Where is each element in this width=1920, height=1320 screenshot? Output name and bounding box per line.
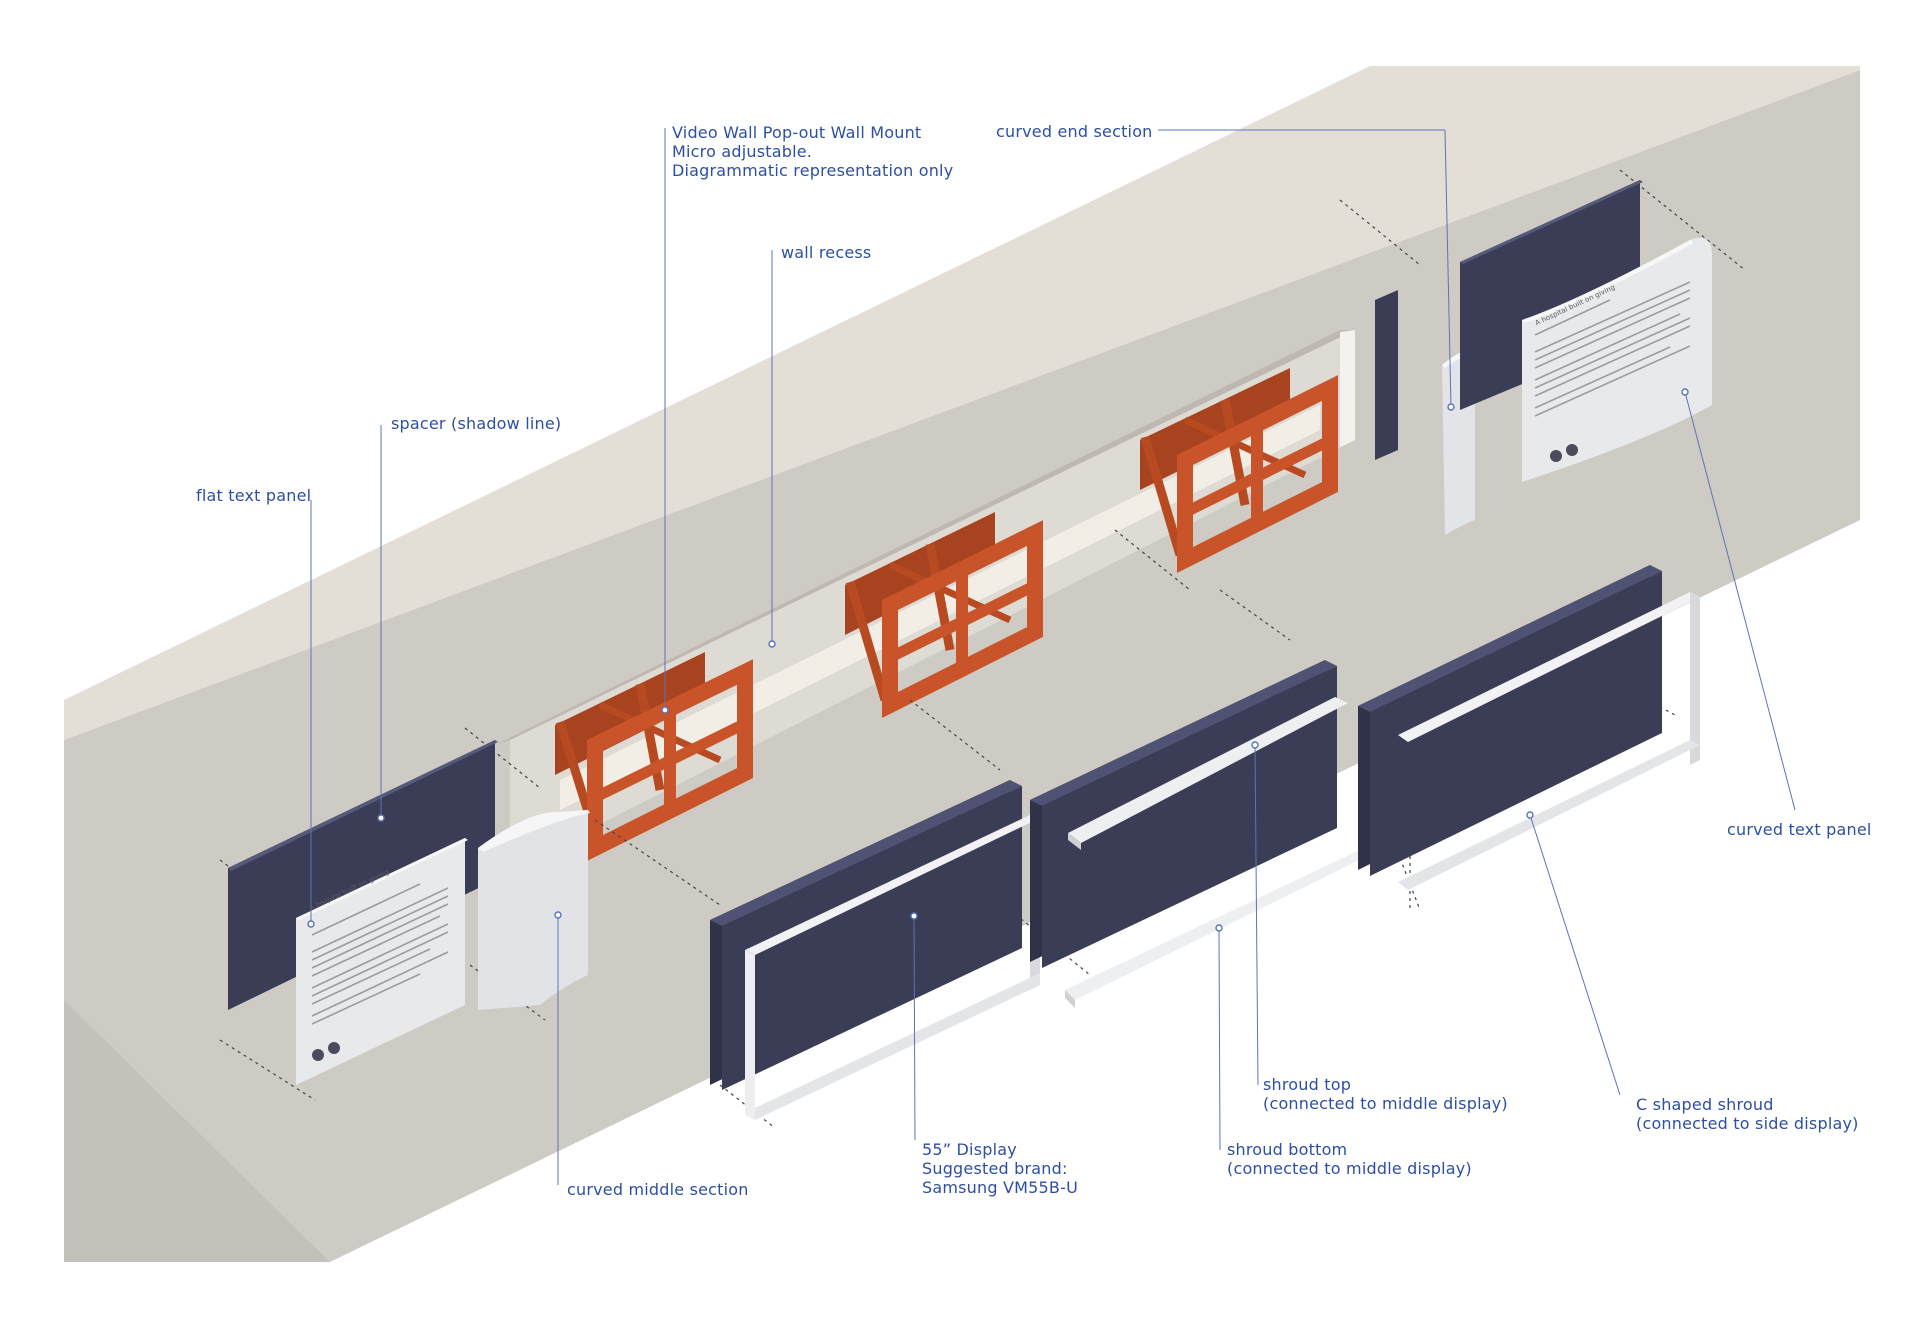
label-curved-text-panel: curved text panel [1727, 820, 1872, 839]
leader-lines [310, 128, 1796, 1185]
label-curved-middle-section: curved middle section [567, 1180, 749, 1199]
spacer-strip-right [1375, 290, 1398, 460]
label-mount-line2: Micro adjustable. [672, 142, 813, 161]
label-video-wall-mount: Video Wall Pop-out Wall Mount Micro adju… [672, 123, 953, 180]
label-mount-line1: Video Wall Pop-out Wall Mount [672, 123, 922, 142]
label-shroud-top: shroud top (connected to middle display) [1263, 1075, 1508, 1113]
wall-shade [64, 1000, 330, 1262]
label-display-line1: 55” Display [922, 1140, 1017, 1159]
shroud-top [1068, 697, 1348, 843]
label-55-display: 55” Display Suggested brand: Samsung VM5… [922, 1140, 1078, 1197]
label-curved-end-section: curved end section [996, 122, 1153, 141]
label-c-shaped-shroud: C shaped shroud (connected to side displ… [1636, 1095, 1859, 1133]
video-wall-mount-1 [555, 652, 753, 861]
label-shroud-bottom: shroud bottom (connected to middle displ… [1227, 1140, 1472, 1178]
label-shroud-bottom-line1: shroud bottom [1227, 1140, 1348, 1159]
label-c-shroud-line2: (connected to side display) [1636, 1114, 1859, 1133]
recess-right-inner [1340, 330, 1355, 447]
curved-text-panel [1522, 237, 1712, 482]
label-shroud-top-line1: shroud top [1263, 1075, 1352, 1094]
label-mount-line3: Diagrammatic representation only [672, 161, 954, 180]
label-spacer-shadow-line: spacer (shadow line) [391, 414, 562, 433]
video-wall-mount-3 [1140, 368, 1338, 573]
label-c-shroud-line1: C shaped shroud [1636, 1095, 1774, 1114]
label-flat-text-panel: flat text panel [196, 486, 312, 505]
label-shroud-top-line2: (connected to middle display) [1263, 1094, 1508, 1113]
curved-middle-section [478, 810, 588, 1010]
video-wall-mount-2 [845, 512, 1043, 718]
wall-top-face [64, 66, 1860, 740]
label-display-line2: Suggested brand: [922, 1159, 1068, 1178]
label-wall-recess: wall recess [781, 243, 872, 262]
recess-top-inner [495, 330, 1355, 745]
spacer-shadow-line-left [228, 740, 495, 1010]
label-display-line3: Samsung VM55B-U [922, 1178, 1078, 1197]
shroud-bottom [1065, 845, 1380, 1000]
label-shroud-bottom-line2: (connected to middle display) [1227, 1159, 1472, 1178]
spacer-edge-left [228, 740, 498, 871]
leader-points [307, 388, 1689, 932]
flat-text-panel [296, 838, 468, 1085]
c-shaped-shroud-right [1398, 592, 1700, 890]
